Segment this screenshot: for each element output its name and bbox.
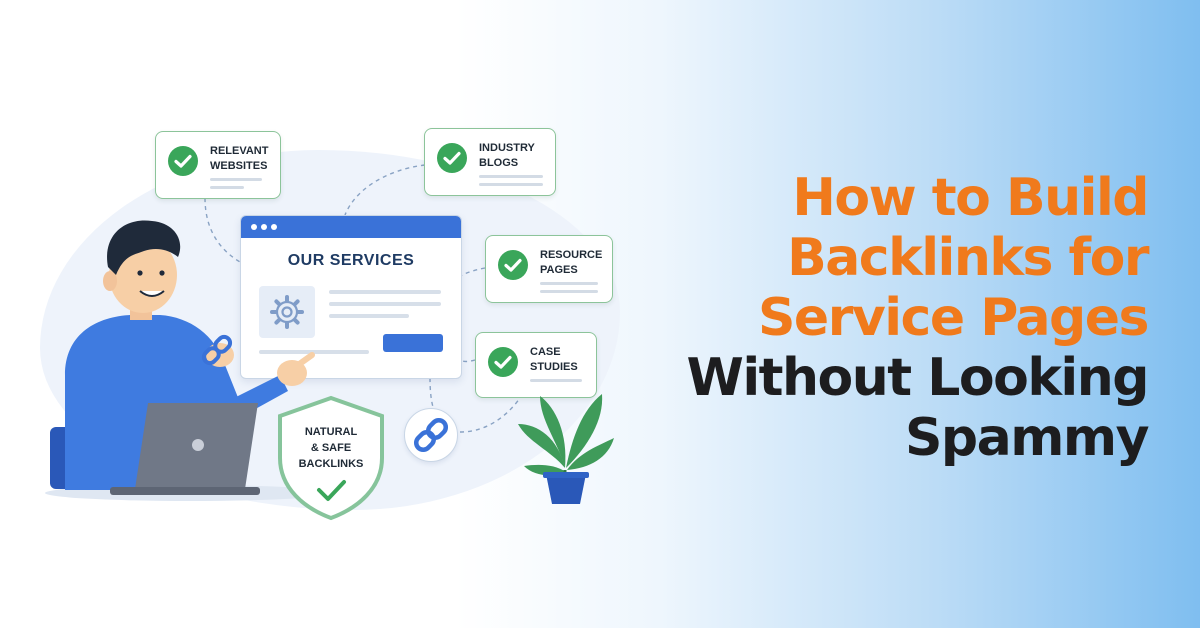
text-placeholder-line xyxy=(530,379,582,382)
gear-icon xyxy=(270,295,304,329)
headline-line: How to Build xyxy=(792,168,1149,228)
text-placeholder-line xyxy=(329,290,441,294)
text-placeholder-line xyxy=(259,350,369,354)
check-icon xyxy=(488,347,518,377)
check-icon xyxy=(437,143,467,173)
headline-line: Spammy xyxy=(904,408,1150,468)
link-icon xyxy=(201,334,233,366)
cta-button-placeholder xyxy=(383,334,443,352)
check-icon xyxy=(168,146,198,176)
text-placeholder-line xyxy=(540,282,598,285)
headline-line: Backlinks for xyxy=(787,228,1149,288)
text-placeholder-line xyxy=(210,186,244,189)
check-icon xyxy=(498,250,528,280)
browser-title-bar xyxy=(241,216,461,238)
potted-plant xyxy=(518,394,614,504)
text-placeholder-line xyxy=(329,314,409,318)
window-dot xyxy=(261,224,267,230)
headline-line: Without Looking xyxy=(686,348,1150,408)
text-placeholder-line xyxy=(540,290,598,293)
link-badge xyxy=(404,408,458,462)
window-dot xyxy=(251,224,257,230)
text-placeholder-line xyxy=(479,175,543,178)
window-dot xyxy=(271,224,277,230)
services-browser-window: OUR SERVICES xyxy=(240,215,462,379)
text-placeholder-line xyxy=(329,302,441,306)
text-placeholder-line xyxy=(479,183,543,186)
headline-line: Service Pages xyxy=(757,288,1150,348)
shield-label: NATURAL & SAFE BACKLINKS xyxy=(298,426,364,470)
shield-icon xyxy=(278,395,384,521)
text-placeholder-line xyxy=(210,178,262,181)
service-image-placeholder xyxy=(259,286,315,338)
browser-page-title: OUR SERVICES xyxy=(287,252,415,269)
natural-safe-backlinks-shield: NATURAL & SAFE BACKLINKS xyxy=(274,394,388,522)
link-icon xyxy=(413,417,449,453)
headline: How to Build Backlinks for Service Pages… xyxy=(588,168,1150,468)
